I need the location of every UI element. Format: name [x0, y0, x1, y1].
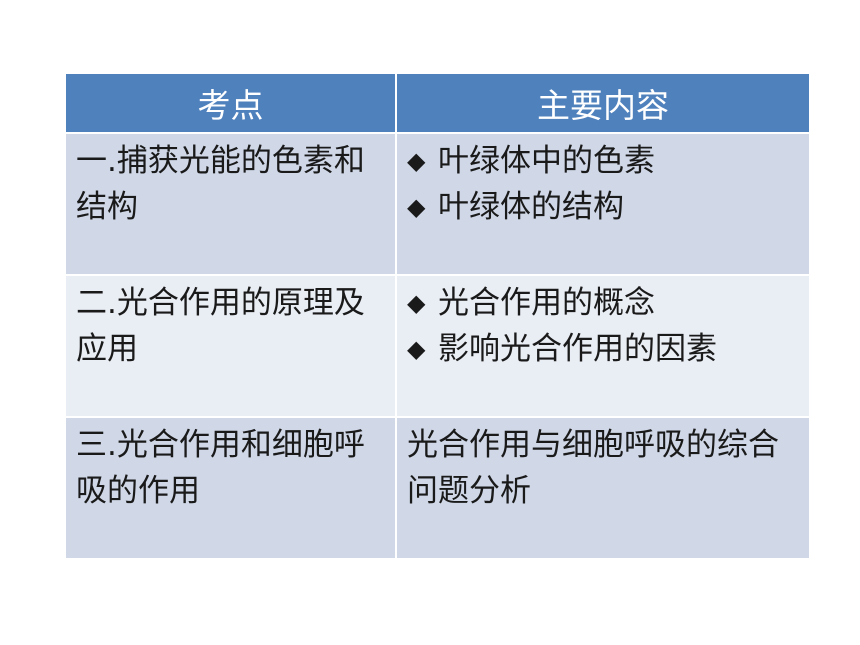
table-row: 二.光合作用的原理及应用 ◆ 光合作用的概念 ◆ 影响光合作用的因素	[64, 274, 811, 418]
content-text: 光合作用与细胞呼吸的综合问题分析	[407, 427, 779, 509]
content-item-text: 叶绿体中的色素	[438, 143, 655, 179]
diamond-bullet-icon: ◆	[407, 147, 426, 175]
topic-cell: 三.光合作用和细胞呼吸的作用	[64, 416, 397, 560]
table-row: 三.光合作用和细胞呼吸的作用 光合作用与细胞呼吸的综合问题分析	[64, 416, 811, 560]
content-item-text: 叶绿体的结构	[438, 189, 624, 225]
header-topic: 考点	[64, 72, 397, 134]
topic-text: 一.捕获光能的色素和结构	[76, 143, 365, 225]
topic-cell: 二.光合作用的原理及应用	[64, 274, 397, 418]
diamond-bullet-icon: ◆	[407, 193, 426, 221]
diamond-bullet-icon: ◆	[407, 289, 426, 317]
table-row: 一.捕获光能的色素和结构 ◆ 叶绿体中的色素 ◆ 叶绿体的结构	[64, 132, 811, 276]
content-item: ◆ 光合作用的概念	[407, 280, 801, 326]
topic-text: 二.光合作用的原理及应用	[76, 285, 365, 367]
table-header-row: 考点 主要内容	[64, 72, 811, 134]
topic-text: 三.光合作用和细胞呼吸的作用	[76, 427, 365, 509]
content-cell: ◆ 光合作用的概念 ◆ 影响光合作用的因素	[395, 274, 811, 418]
content-cell: ◆ 叶绿体中的色素 ◆ 叶绿体的结构	[395, 132, 811, 276]
header-content: 主要内容	[395, 72, 811, 134]
content-item: ◆ 叶绿体的结构	[407, 184, 801, 230]
content-item-text: 影响光合作用的因素	[438, 331, 717, 367]
content-cell: 光合作用与细胞呼吸的综合问题分析	[395, 416, 811, 560]
content-item: ◆ 影响光合作用的因素	[407, 326, 801, 372]
diamond-bullet-icon: ◆	[407, 335, 426, 363]
topics-table: 考点 主要内容 一.捕获光能的色素和结构 ◆ 叶绿体中的色素 ◆ 叶绿体的结构 二.…	[64, 72, 811, 560]
content-item-text: 光合作用的概念	[438, 285, 655, 321]
content-item: ◆ 叶绿体中的色素	[407, 138, 801, 184]
topic-cell: 一.捕获光能的色素和结构	[64, 132, 397, 276]
